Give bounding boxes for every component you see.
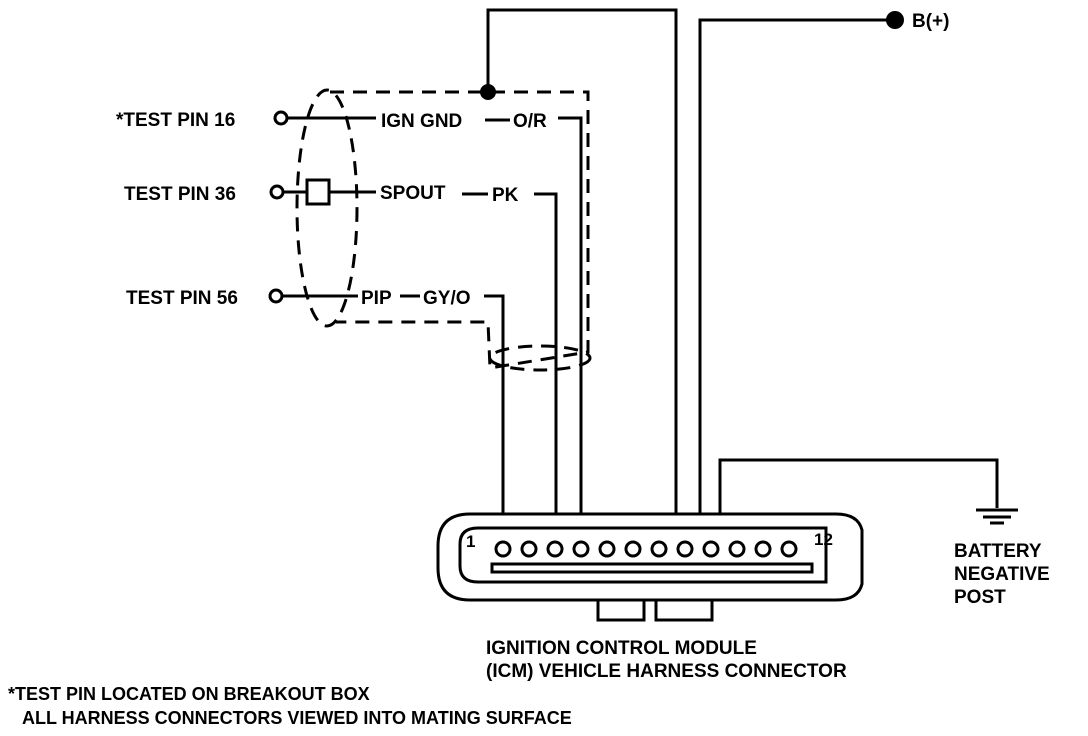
connector-pin-7 xyxy=(650,540,668,558)
connector-pin-10 xyxy=(728,540,746,558)
label-icm-line1: IGNITION CONTROL MODULE xyxy=(486,638,757,659)
label-spout: SPOUT xyxy=(380,183,446,204)
connector-pin-4 xyxy=(572,540,590,558)
test-pin-36-terminal xyxy=(269,184,285,200)
label-pin-1: 1 xyxy=(466,532,475,551)
power-circuit xyxy=(480,8,904,538)
shield-ellipse xyxy=(295,88,359,328)
wire-gy-o xyxy=(484,294,505,538)
connector-pin-2 xyxy=(520,540,538,558)
connector-key-slot xyxy=(490,562,814,574)
label-icm-line2: (ICM) VEHICLE HARNESS CONNECTOR xyxy=(486,661,847,682)
test-pin-16-terminal xyxy=(273,110,289,126)
connector-pins xyxy=(494,540,798,558)
label-ign-gnd: IGN GND xyxy=(381,111,462,132)
ign-gnd-circuit xyxy=(273,110,583,538)
wire-pk xyxy=(534,192,558,538)
label-battery-3: POST xyxy=(954,587,1006,608)
label-pip: PIP xyxy=(361,288,392,309)
label-test-pin-16: *TEST PIN 16 xyxy=(116,110,235,131)
test-pin-56-terminal xyxy=(268,288,284,304)
wire-power-upper xyxy=(486,8,678,538)
connector-face xyxy=(458,526,828,584)
label-b-plus: B(+) xyxy=(912,11,949,32)
label-footnote-1: *TEST PIN LOCATED ON BREAKOUT BOX xyxy=(8,684,370,704)
connector-latch-right xyxy=(654,598,714,622)
label-gy-o: GY/O xyxy=(423,288,471,309)
connector-pin-9 xyxy=(702,540,720,558)
connector-pin-3 xyxy=(546,540,564,558)
splice-dot xyxy=(480,84,496,100)
connector-pin-1 xyxy=(494,540,512,558)
label-footnote-2: ALL HARNESS CONNECTORS VIEWED INTO MATIN… xyxy=(22,708,572,728)
wire-b-plus xyxy=(698,18,893,538)
label-test-pin-36: TEST PIN 36 xyxy=(124,184,236,205)
label-pk: PK xyxy=(492,185,519,206)
connector-pin-5 xyxy=(598,540,616,558)
spout-circuit xyxy=(269,178,558,538)
ground-circuit xyxy=(718,458,1018,538)
label-battery-1: BATTERY xyxy=(954,541,1042,562)
shield-outline xyxy=(330,90,590,370)
connector-pin-8 xyxy=(676,540,694,558)
wire-o-r xyxy=(558,116,583,538)
b-plus-terminal xyxy=(886,11,904,29)
shield-connector-loop xyxy=(488,344,592,372)
connector-pin-12 xyxy=(780,540,798,558)
shield-dashed-outline xyxy=(295,88,592,372)
test-pin-36-jumper xyxy=(305,178,331,206)
connector-pin-6 xyxy=(624,540,642,558)
connector-latch-left xyxy=(596,598,646,622)
label-test-pin-56: TEST PIN 56 xyxy=(126,288,238,309)
icm-connector xyxy=(436,512,864,622)
label-battery-2: NEGATIVE xyxy=(954,564,1050,585)
label-pin-12: 12 xyxy=(814,530,833,549)
label-o-r: O/R xyxy=(513,111,547,132)
connector-pin-11 xyxy=(754,540,772,558)
pip-circuit xyxy=(268,288,505,538)
wire-ground xyxy=(718,458,999,538)
